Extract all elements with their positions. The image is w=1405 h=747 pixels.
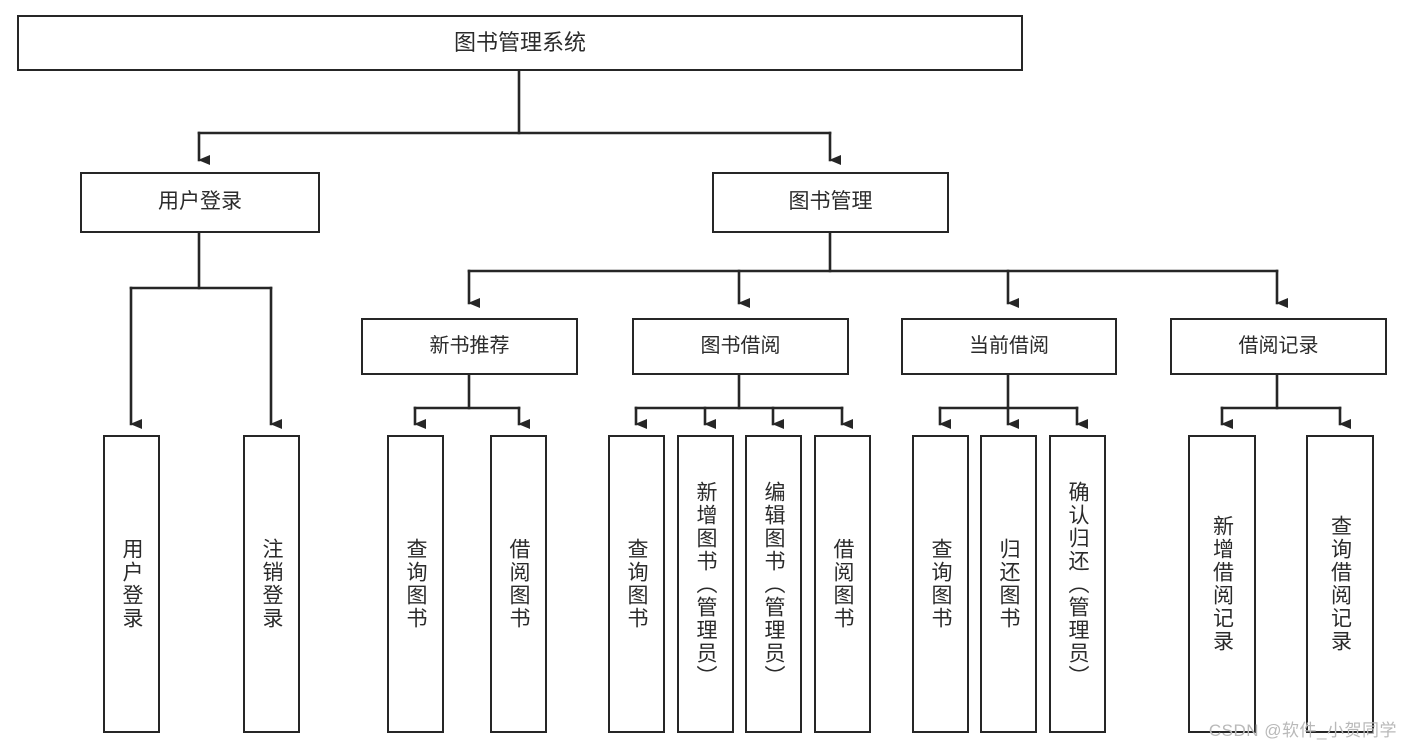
node-book-management[interactable]: 图书管理 — [712, 172, 949, 233]
node-borrow-record-label: 借阅记录 — [1238, 334, 1319, 357]
node-user-login[interactable]: 用户登录 — [80, 172, 320, 233]
node-leaf-query-book-2[interactable]: 查询图书 — [608, 435, 665, 733]
node-current-borrow-label: 当前借阅 — [969, 334, 1049, 357]
node-leaf-query-book-3[interactable]: 查询图书 — [912, 435, 969, 733]
node-book-borrow-label: 图书借阅 — [700, 334, 781, 357]
node-new-book-recommend[interactable]: 新书推荐 — [361, 318, 578, 375]
node-leaf-logout-login[interactable]: 注销登录 — [243, 435, 300, 733]
node-leaf-return-book[interactable]: 归还图书 — [980, 435, 1037, 733]
node-leaf-return-book-label: 归还图书 — [997, 538, 1020, 630]
node-leaf-query-book-2-label: 查询图书 — [625, 538, 648, 630]
node-leaf-query-borrow-record[interactable]: 查询借阅记录 — [1306, 435, 1374, 733]
node-borrow-record[interactable]: 借阅记录 — [1170, 318, 1387, 375]
node-book-borrow[interactable]: 图书借阅 — [632, 318, 849, 375]
node-root-label: 图书管理系统 — [453, 30, 586, 56]
node-leaf-add-borrow-record[interactable]: 新增借阅记录 — [1188, 435, 1256, 733]
node-leaf-edit-book-label: 编辑图书（管理员） — [762, 480, 785, 688]
node-leaf-query-book-3-label: 查询图书 — [929, 538, 952, 630]
node-leaf-borrow-book-2[interactable]: 借阅图书 — [814, 435, 871, 733]
node-leaf-query-book-1-label: 查询图书 — [404, 538, 427, 630]
node-leaf-query-borrow-record-label: 查询借阅记录 — [1328, 515, 1352, 653]
node-leaf-user-login-label: 用户登录 — [120, 538, 143, 630]
node-current-borrow[interactable]: 当前借阅 — [901, 318, 1117, 375]
node-leaf-logout-login-label: 注销登录 — [260, 538, 283, 630]
node-leaf-confirm-return-label: 确认归还（管理员） — [1066, 480, 1089, 688]
node-leaf-add-borrow-record-label: 新增借阅记录 — [1210, 515, 1234, 653]
node-leaf-borrow-book-1-label: 借阅图书 — [507, 538, 530, 630]
node-leaf-borrow-book-1[interactable]: 借阅图书 — [490, 435, 547, 733]
node-user-login-label: 用户登录 — [158, 190, 242, 214]
node-leaf-query-book-1[interactable]: 查询图书 — [387, 435, 444, 733]
node-leaf-edit-book[interactable]: 编辑图书（管理员） — [745, 435, 802, 733]
node-leaf-borrow-book-2-label: 借阅图书 — [831, 538, 854, 630]
node-leaf-add-book-label: 新增图书（管理员） — [694, 480, 717, 688]
node-new-book-recommend-label: 新书推荐 — [429, 334, 510, 357]
node-root[interactable]: 图书管理系统 — [17, 15, 1023, 71]
node-leaf-confirm-return[interactable]: 确认归还（管理员） — [1049, 435, 1106, 733]
node-leaf-add-book[interactable]: 新增图书（管理员） — [677, 435, 734, 733]
node-book-management-label: 图书管理 — [788, 190, 873, 214]
node-leaf-user-login[interactable]: 用户登录 — [103, 435, 160, 733]
